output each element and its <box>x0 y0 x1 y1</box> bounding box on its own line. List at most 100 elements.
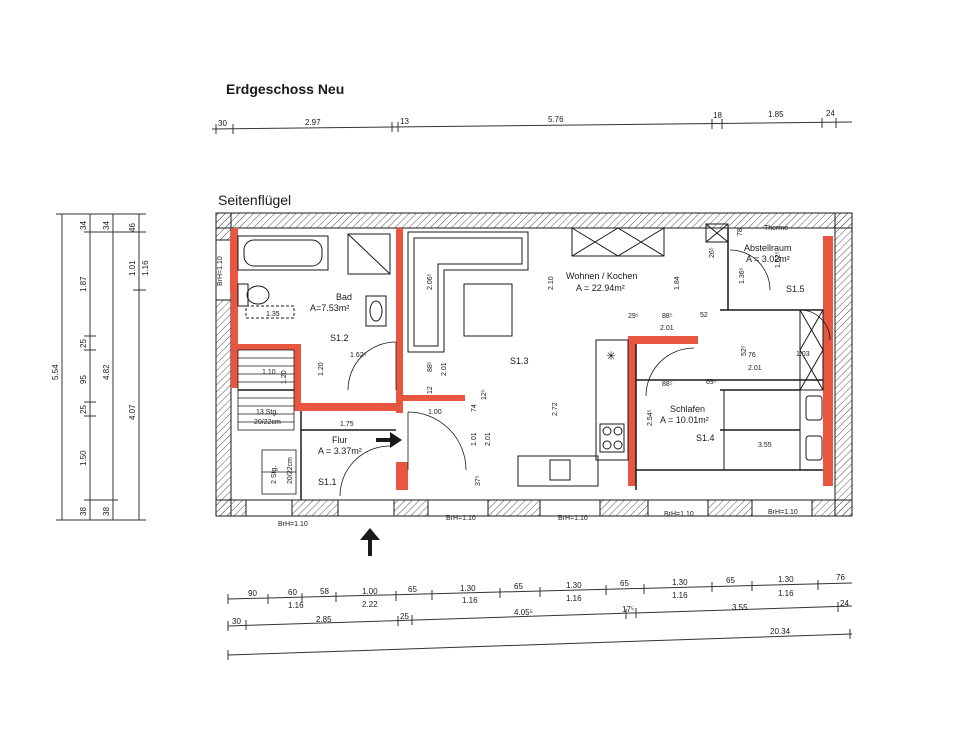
brh-label: BrH=1.10 <box>768 509 798 516</box>
coffee-table <box>463 283 513 337</box>
inner-dim: 2.10 <box>548 276 555 290</box>
inner-dim: 1.03 <box>796 351 810 358</box>
bottom-dim: 2.85 <box>316 615 332 624</box>
inner-dim: 12 <box>427 386 434 394</box>
brh-label: BrH=1.10 <box>446 515 476 522</box>
inner-dim: 2.06⁵ <box>427 273 434 290</box>
brh-label: BrH=1.10 <box>664 511 694 518</box>
top-dim: 18 <box>713 111 722 120</box>
left-dim: 25 <box>79 405 88 414</box>
left-dim: 4.82 <box>102 364 111 380</box>
room-flur-name: Flur <box>332 435 348 445</box>
interior-walls <box>238 228 823 500</box>
bottom-dim: 1.30 <box>566 581 582 590</box>
kitchen-counter <box>517 339 629 487</box>
left-dim: 46 <box>128 223 137 232</box>
bottom-dimension-row-2 <box>227 602 853 631</box>
room-abstell-name: Abstellraum <box>744 243 792 253</box>
inner-dim: 26⁵ <box>709 247 716 258</box>
bottom-dimension-row-1-labels: 90 60 58 1.00 65 1.30 65 1.30 65 1.30 65… <box>248 573 845 610</box>
left-dim: 4.07 <box>128 404 137 420</box>
inner-dim: 29⁵ <box>628 313 639 320</box>
bottom-dim: 3.55 <box>732 603 748 612</box>
inner-dim: 1.10 <box>262 369 276 376</box>
room-schlafen-id: S1.4 <box>696 433 715 443</box>
room-wohnen-name: Wohnen / Kochen <box>566 271 637 281</box>
room-wohnen-area: A = 22.94m² <box>576 283 625 293</box>
bottom-dim: 65 <box>620 579 629 588</box>
stairs-main-label: 13 Stg. <box>256 409 278 416</box>
brh-label: BrH=1.10 <box>278 521 308 528</box>
bottom-dim: 65 <box>408 585 417 594</box>
inner-dim: 2.01 <box>485 432 492 446</box>
bottom-dimension-row-2-labels: 30 2.85 25 4.05⁵ 17⁵ 3.55 24 <box>232 599 849 626</box>
inner-dim: 12⁵ <box>481 389 488 400</box>
room-labels: Bad A=7.53m² S1.2 Wohnen / Kochen A = 22… <box>254 243 805 487</box>
room-flur-area: A = 3.37m² <box>318 446 362 456</box>
bottom-dim: 90 <box>248 589 257 598</box>
left-dim: 5.54 <box>51 364 60 380</box>
bottom-dim: 76 <box>836 573 845 582</box>
stairs <box>237 349 297 495</box>
wardrobe <box>799 309 824 461</box>
inner-dim: 88⁵ <box>427 361 434 372</box>
inner-dim: 1.84 <box>674 276 681 290</box>
inner-dim: 1.62⁵ <box>775 251 782 268</box>
hall-arrow-icon <box>376 432 402 448</box>
inner-dim: 1.36⁵ <box>739 267 746 284</box>
inner-dim: 2.01 <box>748 365 762 372</box>
top-dimension-line: 30 2.97 13 5.76 18 1.85 24 <box>211 109 853 134</box>
bottom-dim: 17⁵ <box>622 605 634 614</box>
therme-label: Therme <box>764 225 788 232</box>
room-bad-name: Bad <box>336 292 352 302</box>
inner-dim: 1.35 <box>266 311 280 318</box>
bottom-dim: 4.05⁵ <box>514 608 533 617</box>
fridge-icon: ✳ <box>606 349 616 363</box>
bottom-dim: 1.30 <box>778 575 794 584</box>
room-bad-id: S1.2 <box>330 333 349 343</box>
inner-dim: 1.00 <box>428 409 442 416</box>
room-schlafen-area: A = 10.01m² <box>660 415 709 425</box>
left-dim: 34 <box>79 221 88 230</box>
bottom-dim: 65 <box>726 576 735 585</box>
kitchen-counter-top <box>571 227 665 257</box>
left-dim: 38 <box>79 507 88 516</box>
left-dim: 1.87 <box>79 276 88 292</box>
bottom-subdim: 1.16 <box>462 596 478 605</box>
inner-dim: 88⁵ <box>662 313 673 320</box>
bottom-dimension-row-1 <box>227 580 853 604</box>
bottom-dim: 1.30 <box>460 584 476 593</box>
top-dim: 1.85 <box>768 110 784 119</box>
room-flur-id: S1.1 <box>318 477 337 487</box>
bottom-dimension-row-3 <box>227 629 853 660</box>
stairs-small-size: 20/22cm <box>287 457 294 484</box>
top-dim: 13 <box>400 117 409 126</box>
entrance-arrow-icon <box>360 528 380 556</box>
inner-dim: 1.01 <box>471 432 478 446</box>
inner-dim: 1.75 <box>340 421 354 428</box>
inner-dim: 52 <box>700 312 708 319</box>
bottom-dim: 58 <box>320 587 329 596</box>
room-abstell-id: S1.5 <box>786 284 805 294</box>
brh-label: BrH=1.10 <box>558 515 588 522</box>
bottom-dim: 60 <box>288 588 297 597</box>
left-dim: 25 <box>79 339 88 348</box>
bottom-total-dim: 20.34 <box>770 627 791 636</box>
room-abstell-area: A = 3.02m² <box>746 254 790 264</box>
inner-dim: 69⁵ <box>706 379 717 386</box>
therme-unit <box>705 223 729 243</box>
bathtub <box>237 235 329 271</box>
bottom-subdim: 1.16 <box>288 601 304 610</box>
bottom-dim: 1.00 <box>362 587 378 596</box>
room-schlafen-name: Schlafen <box>670 404 705 414</box>
outer-walls <box>215 212 853 517</box>
top-dim: 2.97 <box>305 118 321 127</box>
left-dim: 95 <box>79 375 88 384</box>
bottom-dim: 1.30 <box>672 578 688 587</box>
sofa <box>407 231 529 353</box>
brh-label: BrH=1.10 <box>217 256 224 286</box>
inner-dim: 1.20 <box>318 362 325 376</box>
left-dim: 1.01 <box>128 260 137 276</box>
bed <box>723 389 801 471</box>
bottom-dim: 25 <box>400 612 409 621</box>
